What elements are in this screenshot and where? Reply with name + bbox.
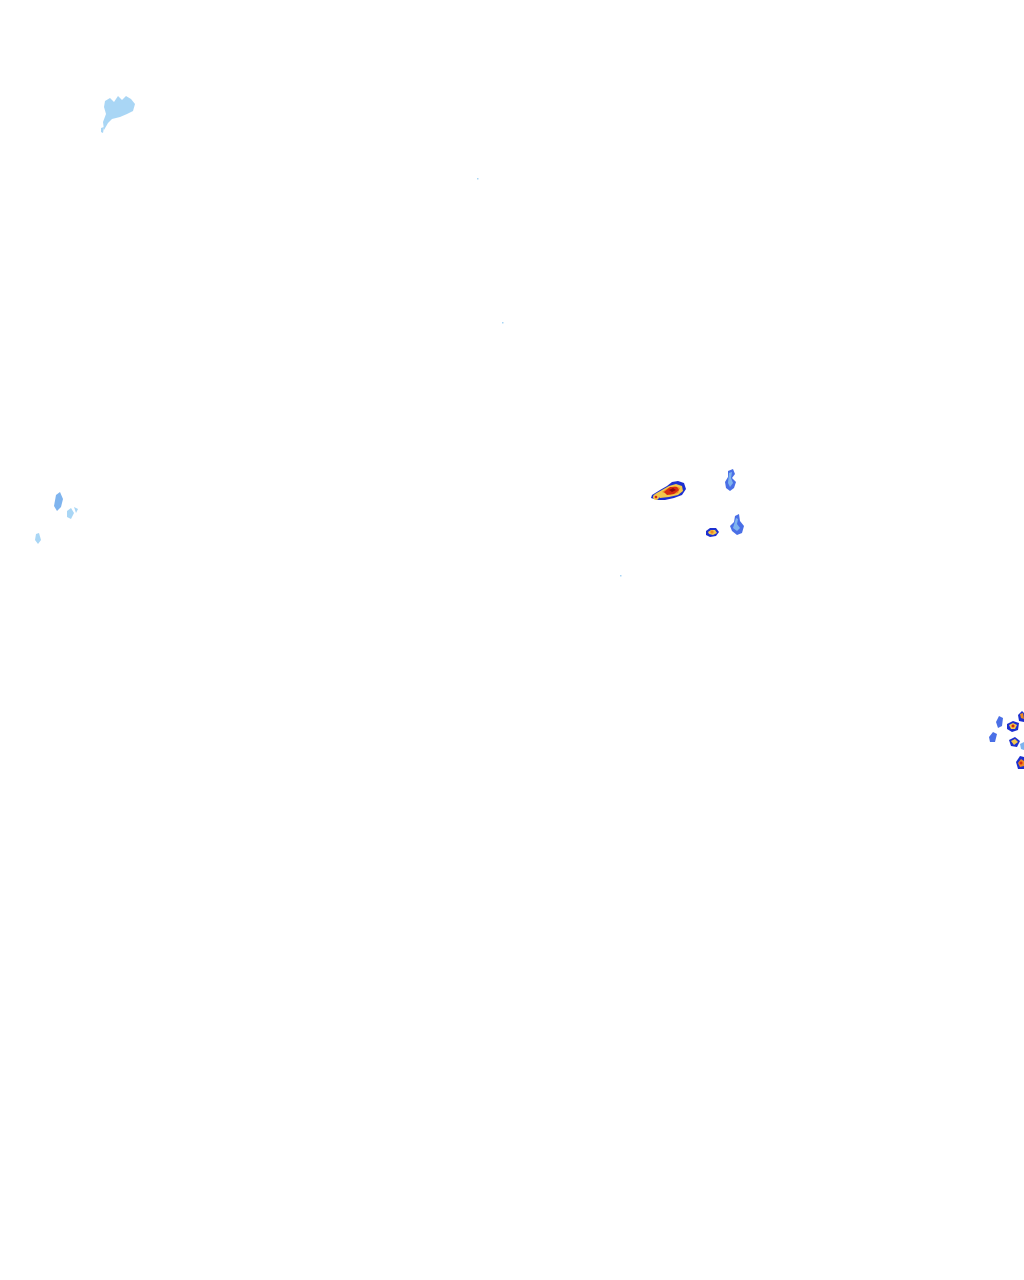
echo-cell-central-south	[706, 528, 719, 537]
echo-cell-central-storm	[651, 481, 686, 500]
echo-cell-northwest	[101, 96, 135, 133]
echo-cell-west	[35, 492, 78, 544]
echo-cell-east-cluster	[989, 711, 1024, 769]
speck-group	[477, 178, 622, 577]
echo-cell-central-north	[725, 469, 736, 491]
echo-cell-central-east	[730, 514, 744, 535]
